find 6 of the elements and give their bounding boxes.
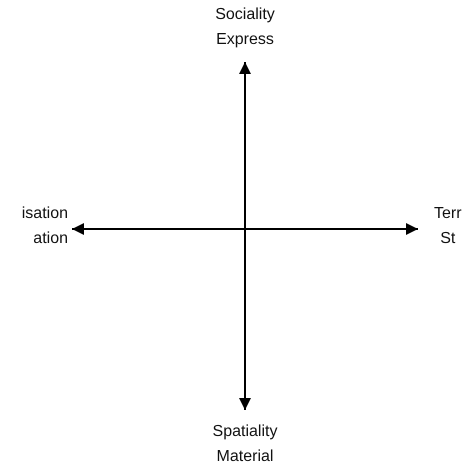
axis-label: Terr St xyxy=(434,201,462,251)
axis-label: Spatiality Material xyxy=(212,419,278,469)
double-headed-arrow xyxy=(72,223,418,235)
double-headed-arrow xyxy=(239,62,251,410)
axis-label: isation ation xyxy=(22,201,68,251)
axis-label: Sociality Express xyxy=(215,2,275,52)
